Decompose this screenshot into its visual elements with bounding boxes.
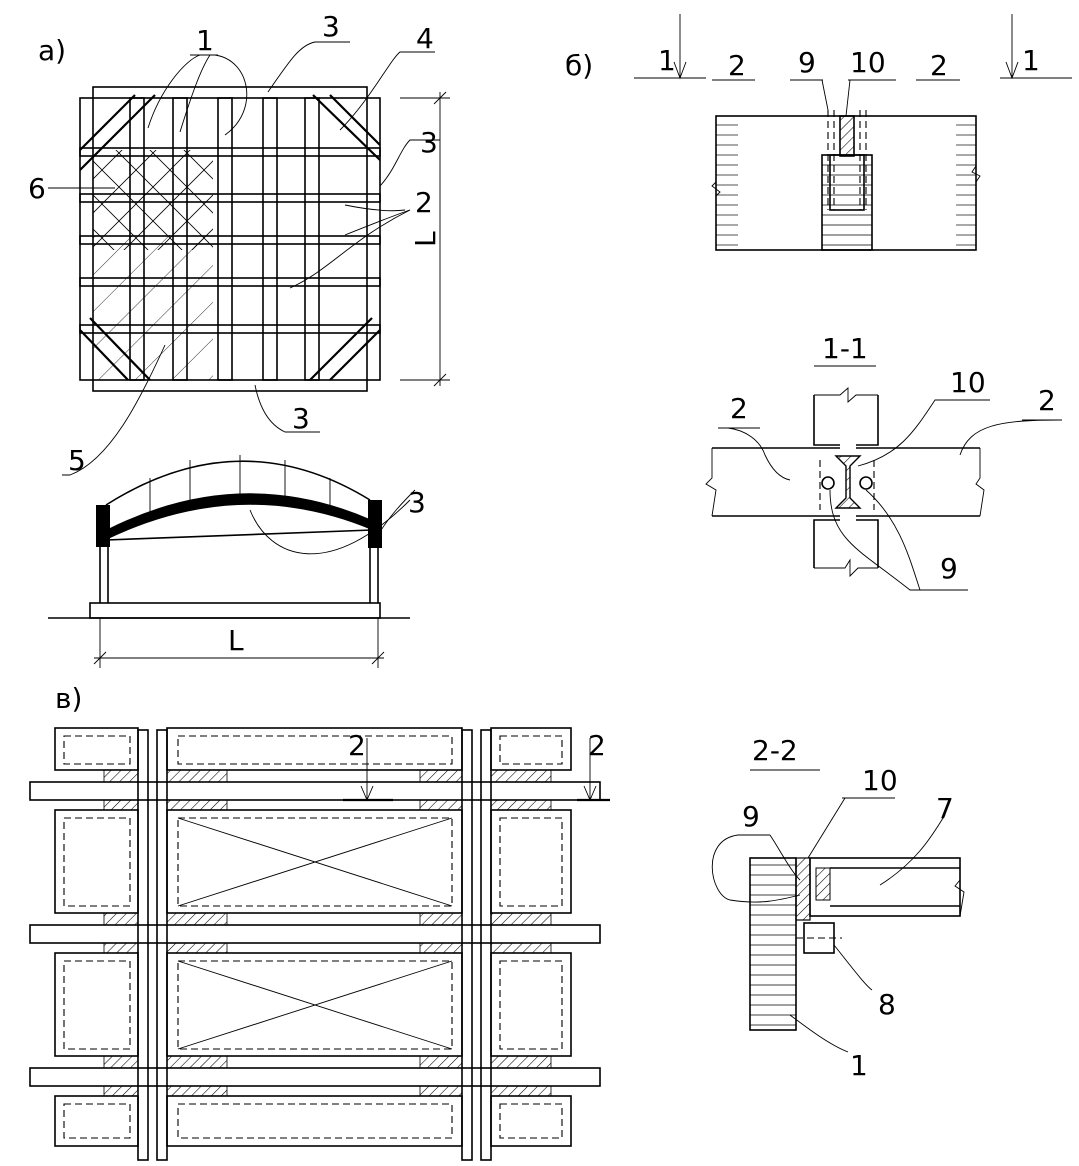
arch-divisions: [149, 455, 331, 520]
horizontal-beams: [79, 147, 381, 334]
view-a-plan: а): [28, 10, 450, 477]
num-9-b: 9: [798, 46, 816, 79]
label-l-vertical: L: [409, 231, 442, 247]
view-a-elevation: 3 L: [48, 455, 426, 668]
arch-rib: [106, 493, 372, 540]
corner-braces: [79, 94, 381, 381]
num-9-s11: 9: [940, 552, 958, 585]
num-8-s22: 8: [878, 988, 896, 1021]
num-5-a: 5: [68, 444, 86, 477]
num-9-s22: 9: [742, 800, 760, 833]
hatch-zone-6: [93, 150, 213, 250]
leaders-a: 1 3 4 3 2 6 3 5: [28, 10, 440, 477]
caption-b: б): [565, 49, 593, 82]
num-10-s22: 10: [862, 764, 898, 797]
hatch-zone-5: [93, 235, 213, 380]
num-3-top: 3: [322, 10, 340, 43]
dimension-l-vertical: L: [400, 91, 450, 387]
num-2-b-left: 2: [728, 49, 746, 82]
caption-2-2: 2-2: [752, 734, 798, 767]
vertical-beams: [129, 97, 320, 381]
num-2-v-right: 2: [588, 729, 606, 762]
num-10-s11: 10: [950, 366, 986, 399]
num-7-s22: 7: [936, 792, 954, 825]
num-3-bottom: 3: [292, 402, 310, 435]
num-1-right: 1: [1022, 44, 1040, 77]
num-6-a: 6: [28, 172, 46, 205]
num-3-right: 3: [420, 126, 438, 159]
num-2-a: 2: [415, 186, 433, 219]
num-1-a: 1: [196, 24, 214, 57]
view-v: в): [29, 682, 610, 1161]
num-1-left: 1: [658, 44, 676, 77]
num-2-s11-right: 2: [1038, 384, 1056, 417]
arch-top: [105, 460, 371, 506]
caption-a: а): [38, 34, 66, 67]
num-2-v-left: 2: [348, 729, 366, 762]
section-2-2: 2-2 10 9 7 8 1: [711, 734, 965, 1082]
num-4-a: 4: [416, 22, 434, 55]
caption-v: в): [55, 682, 82, 715]
slab-panels: [54, 727, 572, 1147]
num-3-elev: 3: [408, 486, 426, 519]
num-2-s11-left: 2: [730, 392, 748, 425]
section-1-1: 1-1 2 2 10 9: [705, 332, 1062, 591]
frame-inner: [92, 86, 368, 392]
caption-1-1: 1-1: [822, 332, 868, 365]
label-l-horizontal: L: [228, 624, 244, 657]
column-2-2: [749, 857, 797, 1031]
joints-v: [103, 769, 552, 1097]
view-b: б) 1 1 2 2 9 10: [565, 14, 1072, 251]
beam-bands: [29, 781, 610, 1087]
num-2-b-right: 2: [930, 49, 948, 82]
support-right: [368, 500, 382, 548]
num-10-b: 10: [850, 46, 886, 79]
num-1-s22: 1: [850, 1049, 868, 1082]
